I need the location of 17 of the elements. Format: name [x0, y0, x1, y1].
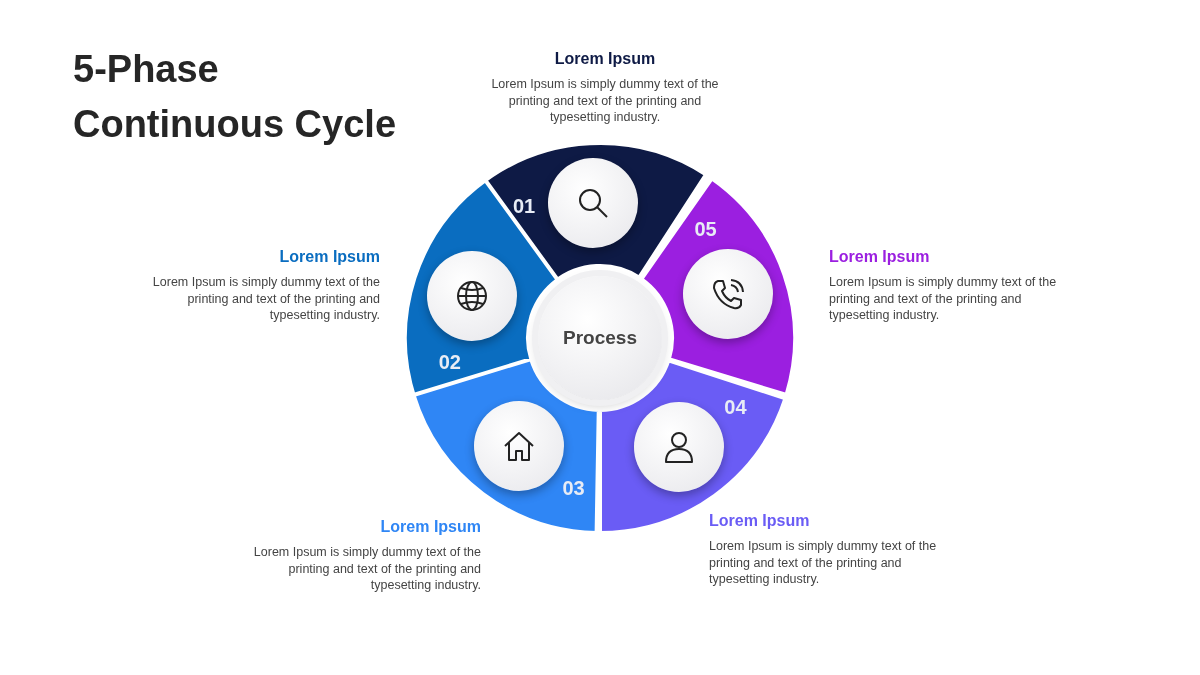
step-description: Lorem Ipsum is simply dummy text of the printing and text of the printing and typesetting industry. [709, 538, 938, 588]
title: 5-Phase Continuous Cycle [73, 47, 398, 147]
step-description: Lorem Ipsum is simply dummy text of the printing and text of the printing and typesetting industry. [829, 274, 1058, 324]
step-number: 03 [562, 476, 585, 500]
center-label: Process [563, 327, 637, 349]
step-heading: Lorem Ipsum [553, 50, 657, 68]
step-heading: Lorem Ipsum [829, 248, 931, 266]
step-description: Lorem Ipsum is simply dummy text of the printing and text of the printing and typesetting industry. [490, 76, 720, 126]
step-heading: Lorem Ipsum [709, 512, 811, 530]
step-heading: Lorem Ipsum [278, 248, 380, 266]
step-heading: Lorem Ipsum [379, 518, 481, 536]
step-number: 05 [694, 217, 717, 241]
step-description: Lorem Ipsum is simply dummy text of the printing and text of the printing and typesetting industry. [252, 544, 481, 594]
step-number: 01 [512, 194, 536, 218]
step-number: 02 [438, 350, 461, 374]
step-description: Lorem Ipsum is simply dummy text of the printing and text of the printing and typesetting industry. [151, 274, 380, 324]
step-number: 04 [724, 395, 747, 419]
